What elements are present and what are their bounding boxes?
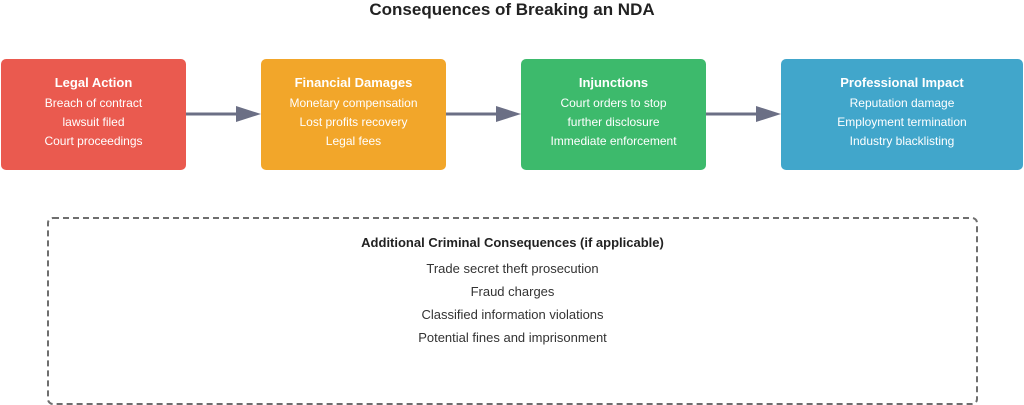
criminal-consequence-item: Trade secret theft prosecution — [426, 261, 599, 276]
criminal-consequence-item: Fraud charges — [470, 284, 555, 299]
professional-impact-box: Professional Impact Reputation damage Em… — [781, 59, 1023, 170]
professional-impact-line: Industry blacklisting — [849, 134, 955, 148]
legal-action-line: Court proceedings — [44, 134, 143, 148]
criminal-consequence-item: Classified information violations — [421, 307, 604, 322]
diagram-title: Consequences of Breaking an NDA — [369, 0, 655, 19]
financial-damages-box: Financial Damages Monetary compensation … — [261, 59, 446, 170]
injunctions-title: Injunctions — [578, 75, 649, 90]
arrow-financial-to-injunctions — [446, 106, 521, 122]
injunctions-line: Court orders to stop — [560, 96, 667, 110]
criminal-consequences-title: Additional Criminal Consequences (if app… — [361, 235, 664, 250]
financial-damages-line: Lost profits recovery — [299, 115, 408, 129]
arrow-legal-to-financial — [186, 106, 261, 122]
legal-action-box: Legal Action Breach of contract lawsuit … — [1, 59, 186, 170]
professional-impact-line: Reputation damage — [849, 96, 955, 110]
professional-impact-title: Professional Impact — [840, 75, 964, 90]
injunctions-box: Injunctions Court orders to stop further… — [521, 59, 706, 170]
financial-damages-title: Financial Damages — [294, 75, 413, 90]
criminal-consequences-box: Additional Criminal Consequences (if app… — [47, 217, 978, 405]
arrow-injunctions-to-professional — [706, 106, 781, 122]
financial-damages-line: Legal fees — [325, 134, 382, 148]
financial-damages-line: Monetary compensation — [289, 96, 418, 110]
legal-action-title: Legal Action — [54, 75, 133, 90]
criminal-consequence-item: Potential fines and imprisonment — [418, 330, 607, 345]
injunctions-line: further disclosure — [567, 115, 660, 129]
legal-action-line: lawsuit filed — [62, 115, 125, 129]
professional-impact-line: Employment termination — [837, 115, 967, 129]
injunctions-line: Immediate enforcement — [550, 134, 677, 148]
legal-action-line: Breach of contract — [44, 96, 143, 110]
